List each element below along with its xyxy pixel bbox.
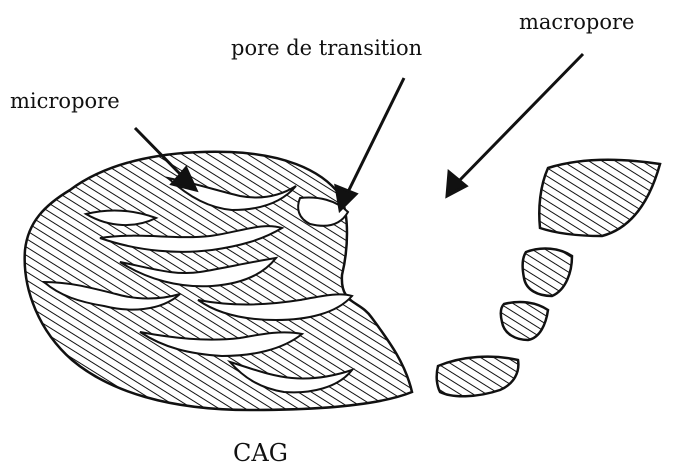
macropore-label: macropore <box>519 10 634 34</box>
transition-pore-label: pore de transition <box>231 36 422 60</box>
fragment-4 <box>437 357 519 397</box>
transition-arrow-line <box>346 78 404 196</box>
fragment-top <box>539 160 660 236</box>
micropore-label: micropore <box>10 89 120 113</box>
macropore-fragments <box>437 160 660 396</box>
fragment-2 <box>523 249 572 296</box>
transition-arrowhead <box>336 186 356 210</box>
diagram-caption: CAG <box>233 439 288 467</box>
fragment-3 <box>501 302 548 340</box>
